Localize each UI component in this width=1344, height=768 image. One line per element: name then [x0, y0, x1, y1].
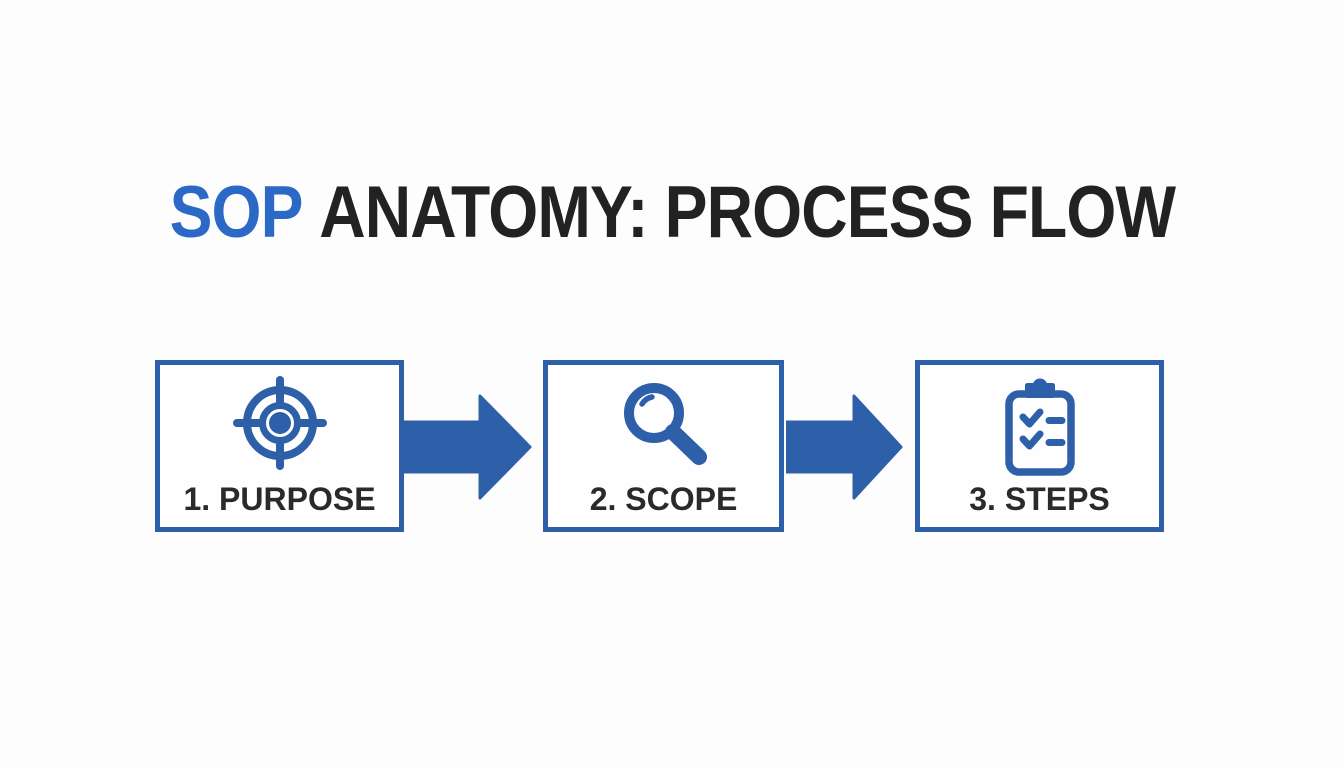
step-label-purpose: 1. PURPOSE — [183, 481, 376, 517]
right-arrow-icon — [786, 394, 903, 500]
step-box-steps: 3. STEPS — [915, 360, 1164, 532]
step-box-scope: 2. SCOPE — [543, 360, 784, 532]
step-box-purpose: 1. PURPOSE — [155, 360, 404, 532]
right-arrow-icon — [404, 394, 532, 500]
target-icon — [232, 376, 327, 470]
checklist-clipboard-icon — [1004, 378, 1075, 476]
magnifying-glass-icon — [623, 383, 707, 465]
title-rest: ANATOMY: PROCESS FLOW — [318, 172, 1176, 253]
title-highlight-sop: SOP — [169, 172, 303, 253]
step-label-scope: 2. SCOPE — [589, 481, 738, 517]
step-label-steps: 3. STEPS — [969, 481, 1110, 517]
